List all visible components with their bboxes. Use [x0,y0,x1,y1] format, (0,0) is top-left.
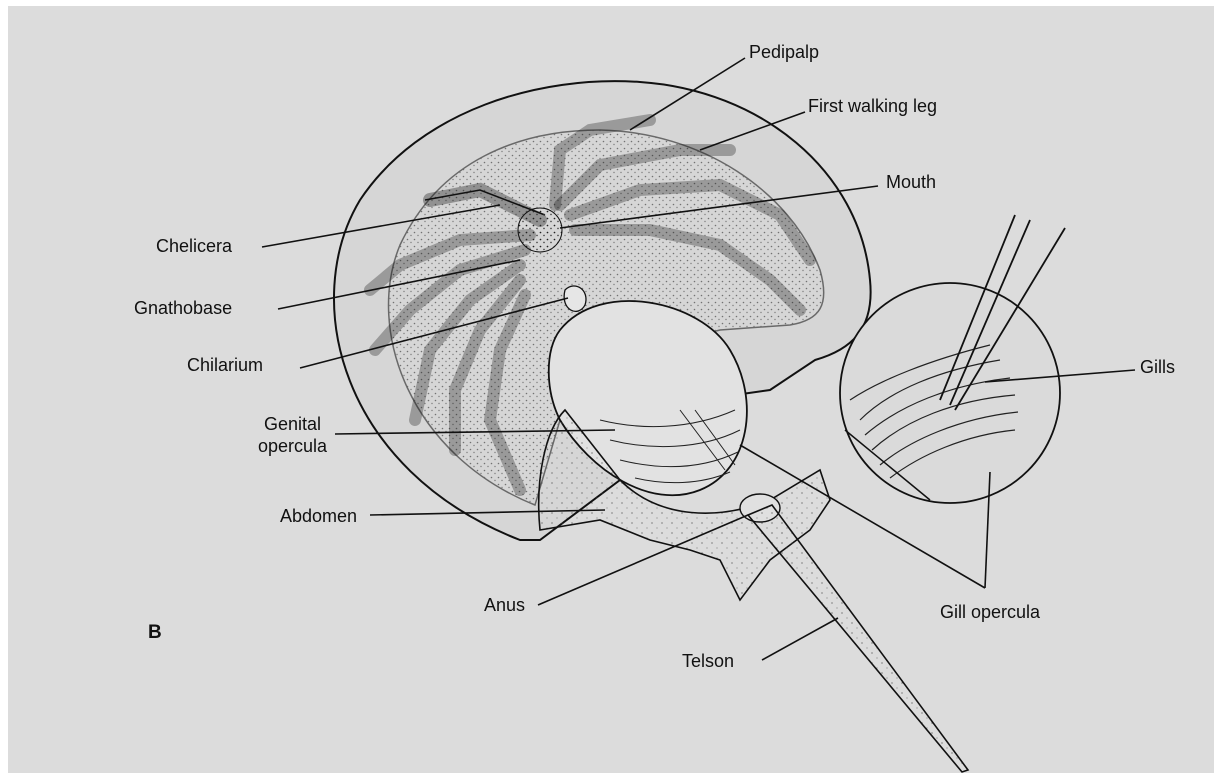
gill-inset [840,283,1060,503]
label-genital: Genital [264,414,321,434]
label-telson: Telson [682,651,734,671]
leader-telson [762,618,838,660]
label-chelicera: Chelicera [156,236,232,256]
mouth-region [518,208,562,252]
label-gill-opercula: Gill opercula [940,602,1040,622]
label-abdomen: Abdomen [280,506,357,526]
label-mouth: Mouth [886,172,936,192]
label-gnathobase: Gnathobase [134,298,232,318]
label-first-walking-leg: First walking leg [808,96,937,116]
label-pedipalp: Pedipalp [749,42,819,62]
label-chilarium: Chilarium [187,355,263,375]
label-gills: Gills [1140,357,1175,377]
telson-spine [748,505,968,772]
label-anus: Anus [484,595,525,615]
label-opercula: opercula [258,436,327,456]
panel-letter: B [148,622,162,644]
